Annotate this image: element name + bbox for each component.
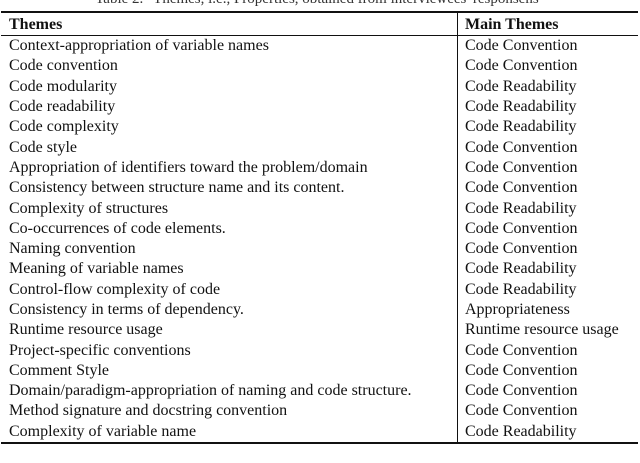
table-row: Meaning of variable names Code Readabilit… [1, 259, 638, 280]
table-row: Appropriation of identifiers toward the … [1, 157, 638, 179]
main-theme-cell: Code Convention [457, 137, 638, 158]
table-row: Comment Style Code Convention [1, 360, 638, 382]
main-theme-cell: Code Convention [457, 381, 638, 402]
main-theme-cell: Code Readability [457, 279, 638, 300]
theme-cell: Complexity of structures [9, 199, 169, 217]
main-theme-cell: Code Convention [457, 218, 638, 239]
main-theme-cell: Appropriateness [457, 299, 638, 321]
main-theme-cell: Code Convention [457, 360, 638, 382]
table-row: Context-appropriation of variable names C… [1, 35, 638, 57]
main-theme-cell: Code Convention [457, 340, 638, 361]
table-caption: Table 2. "Themes, i.e., Properties, obta… [0, 0, 640, 8]
table-row: Code convention Code Convention [1, 56, 638, 77]
header-row: Themes Main Themes [1, 12, 638, 36]
theme-cell: Meaning of variable names [9, 260, 184, 278]
theme-cell: Method signature and docstring conventio… [9, 402, 288, 420]
main-theme-cell: Code Readability [457, 76, 638, 97]
table-row: Runtime resource usage Runtime resource u… [1, 320, 638, 341]
theme-cell: Complexity of variable name [9, 422, 197, 440]
main-theme-cell: Code Convention [457, 56, 638, 77]
main-theme-cell: Code Readability [457, 421, 638, 443]
theme-cell: Co-occurrences of code elements. [9, 219, 226, 237]
theme-cell: Context-appropriation of variable names [9, 37, 269, 55]
table-row: Domain/paradigm-appropriation of naming … [1, 381, 638, 402]
main-theme-cell: Code Convention [457, 238, 638, 260]
theme-cell: Code readability [9, 98, 116, 116]
main-theme-cell: Runtime resource usage [457, 320, 638, 341]
table-row: Naming convention Code Convention [1, 238, 638, 260]
table-row: Complexity of variable name Code Readabil… [1, 421, 638, 443]
main-theme-cell: Code Readability [457, 198, 638, 219]
main-theme-cell: Code Readability [457, 259, 638, 280]
main-theme-cell: Code Convention [457, 401, 638, 422]
theme-cell: Code style [9, 138, 77, 156]
table-row: Project-specific conventions Code Convent… [1, 340, 638, 361]
table-row: Code modularity Code Readability [1, 76, 638, 97]
header-themes: Themes [1, 12, 458, 36]
table-row: Co-occurrences of code elements. Code Con… [1, 218, 638, 239]
theme-cell: Domain/paradigm-appropriation of naming … [9, 382, 412, 400]
table-row: Code complexity Code Readability [1, 117, 638, 138]
main-theme-cell: Code Readability [457, 96, 638, 118]
table-row: Complexity of structures Code Readability [1, 198, 638, 219]
theme-cell: Code modularity [9, 77, 117, 95]
table-row: Method signature and docstring conventio… [1, 401, 638, 422]
theme-cell: Consistency in terms of dependency. [9, 301, 244, 318]
table-row: Code style Code Convention [1, 137, 638, 158]
theme-cell: Control-flow complexity of code [9, 280, 221, 298]
theme-cell: Consistency between structure name and i… [9, 179, 345, 197]
table-row: Code readability Code Readability [1, 96, 638, 118]
main-theme-cell: Code Convention [457, 35, 638, 57]
theme-cell: Project-specific conventions [9, 341, 191, 359]
main-theme-cell: Code Convention [457, 157, 638, 179]
theme-cell: Appropriation of identifiers toward the … [9, 158, 368, 176]
table-row: Control-flow complexity of code Code Read… [1, 279, 638, 300]
theme-cell: Code convention [9, 57, 118, 75]
theme-cell: Naming convention [9, 240, 136, 258]
table-row: Consistency in terms of dependency. Appro… [1, 299, 638, 321]
theme-cell: Runtime resource usage [9, 321, 163, 339]
theme-cell: Code complexity [9, 118, 119, 136]
header-main-themes: Main Themes [457, 12, 638, 36]
table-row: Consistency between structure name and i… [1, 178, 638, 199]
main-theme-cell: Code Readability [457, 117, 638, 138]
theme-cell: Comment Style [9, 361, 109, 379]
themes-table: Themes Main Themes Context-appropriation… [1, 11, 638, 444]
main-theme-cell: Code Convention [457, 178, 638, 199]
